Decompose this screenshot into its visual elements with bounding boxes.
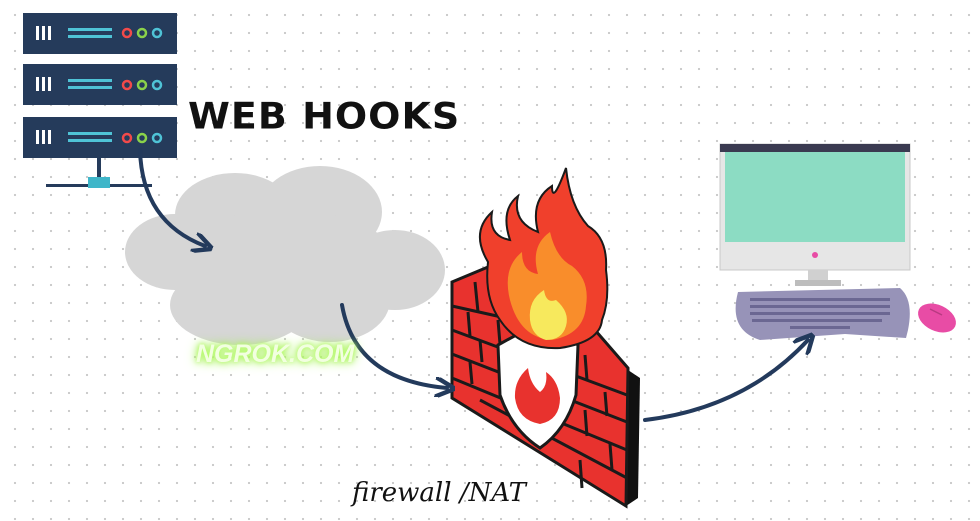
server-unit-3 <box>23 117 177 158</box>
arrow-server-to-cloud <box>138 148 205 246</box>
ngrok-label: NGROK.COM <box>196 340 355 368</box>
flame-mid-icon <box>507 232 587 340</box>
firewall-nat-label: firewall /NAT <box>352 478 527 508</box>
server-rack-icon <box>23 13 177 188</box>
desktop-computer-icon <box>719 143 956 340</box>
server-unit-2 <box>23 64 177 105</box>
shield-flame-icon <box>514 368 560 424</box>
flame-inner-icon <box>529 290 567 340</box>
webhooks-label: WEB HOOKS <box>188 95 461 137</box>
arrow-cloud-to-firewall <box>340 303 447 388</box>
cloud-icon <box>125 166 445 345</box>
monitor-screen <box>725 152 905 242</box>
shield-icon <box>496 320 580 450</box>
mouse-icon <box>918 303 956 333</box>
arrow-firewall-to-computer <box>643 340 808 422</box>
firewall-icon <box>450 167 640 509</box>
server-unit-1 <box>23 13 177 54</box>
